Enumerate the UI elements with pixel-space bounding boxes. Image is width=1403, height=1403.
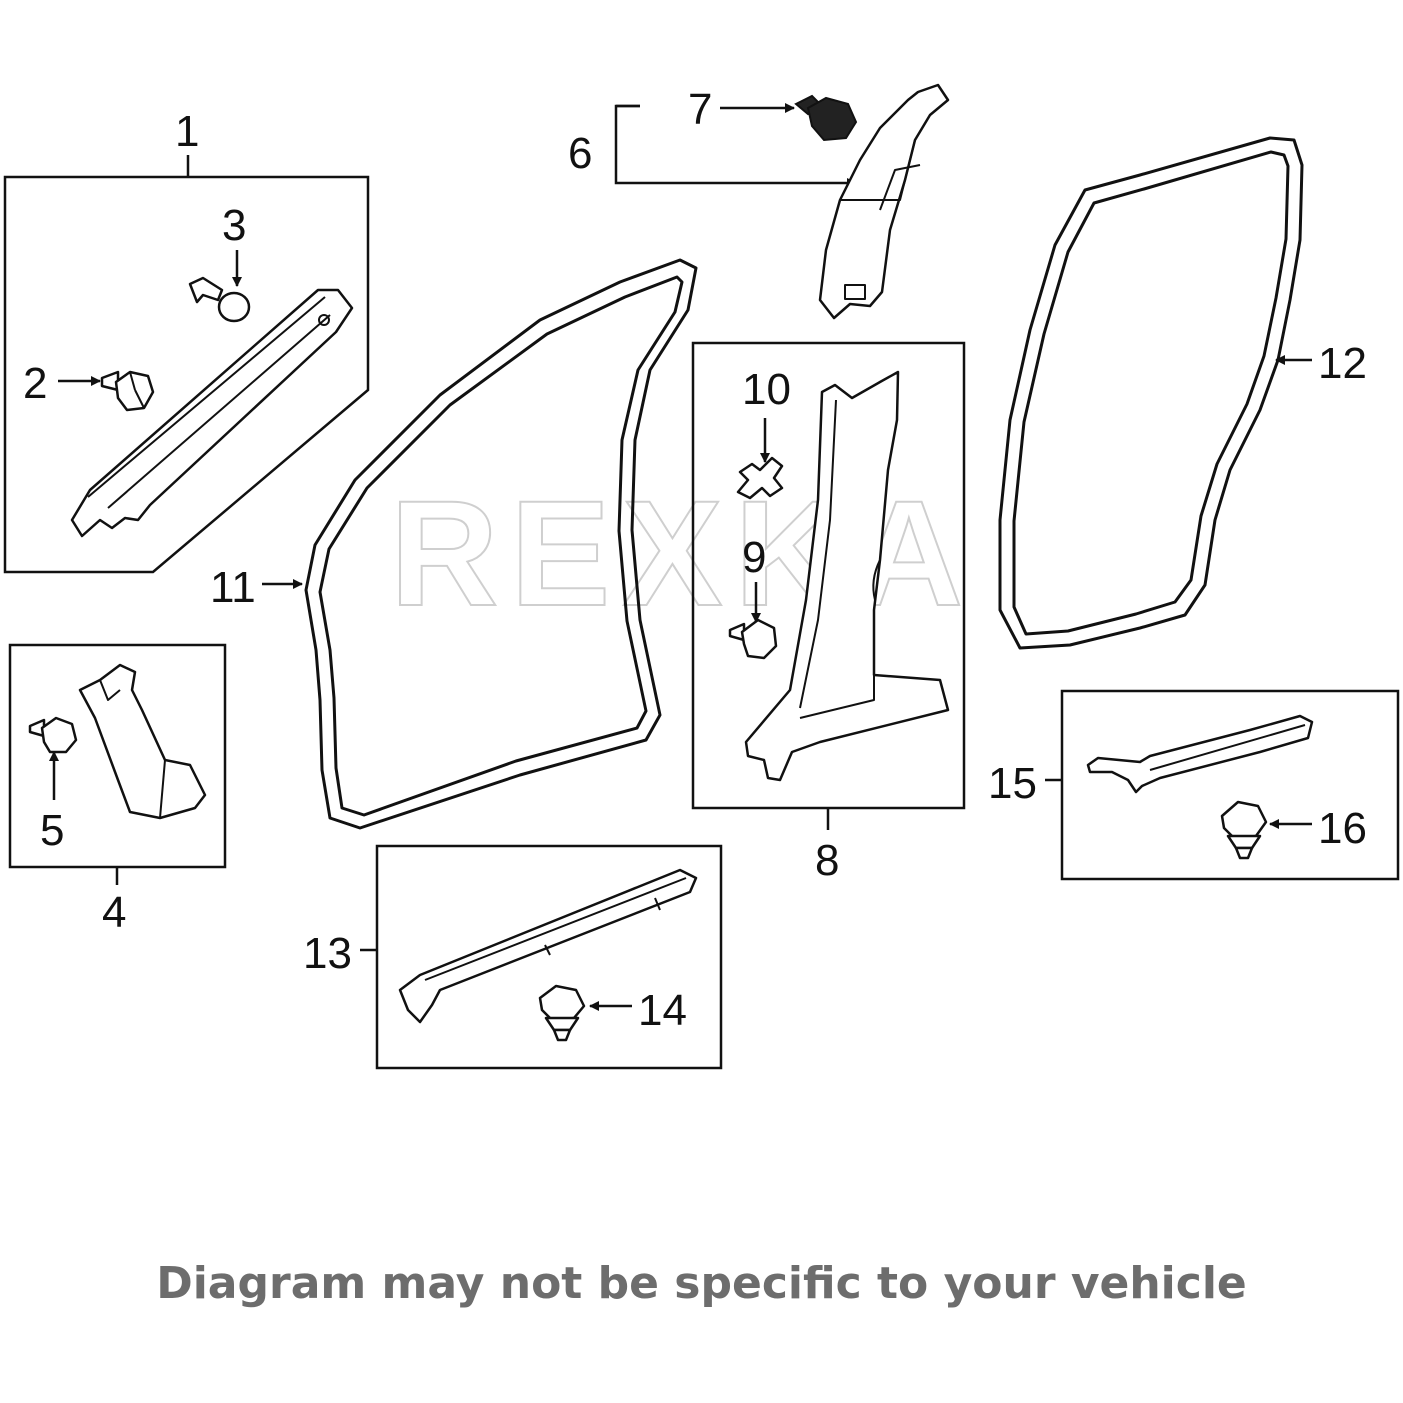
clip-part-16 (1220, 800, 1268, 860)
group-4-cowl-trim: 4 5 (8, 643, 227, 937)
cowl-side-trim (78, 663, 207, 820)
screw-part-2 (100, 370, 155, 412)
callout-14: 14 (638, 986, 687, 1035)
rear-garnish (1086, 714, 1314, 794)
a-pillar-garnish (70, 288, 354, 538)
callout-11: 11 (210, 563, 256, 612)
group-15-rear-garnish: 15 16 (988, 689, 1400, 881)
clip-part-14 (538, 984, 586, 1042)
callout-13: 13 (303, 929, 352, 978)
center-pillar-trim (744, 370, 950, 782)
disclaimer-text: Diagram may not be specific to your vehi… (156, 1258, 1247, 1309)
watermark-logo: REXKA (390, 469, 975, 637)
group-1-a-pillar-trim: 1 3 2 (3, 107, 370, 574)
front-door-seal: 11 (210, 258, 698, 830)
callout-12: 12 (1318, 339, 1367, 388)
callout-5: 5 (40, 806, 64, 855)
group-6-upper-trim: 6 7 (568, 83, 950, 320)
callout-6: 6 (568, 129, 592, 178)
group-8-center-pillar: 8 10 9 (691, 341, 966, 885)
rear-door-seal: 12 (998, 136, 1367, 650)
callout-10: 10 (742, 365, 791, 414)
screw-part-5 (28, 716, 78, 754)
callout-4: 4 (102, 888, 126, 937)
callout-15: 15 (988, 759, 1037, 808)
clip-part-10 (736, 456, 784, 500)
callout-16: 16 (1318, 804, 1367, 853)
bolt-part-7 (794, 94, 858, 142)
callout-7: 7 (688, 85, 712, 134)
group-1-box (3, 175, 370, 574)
group-15-box (1060, 689, 1400, 881)
group-13-scuff-plate: 13 14 (303, 844, 723, 1070)
callout-3: 3 (222, 201, 246, 250)
callout-1: 1 (175, 107, 199, 156)
clip-part-3 (188, 276, 251, 323)
scuff-plate (398, 868, 698, 1024)
screw-part-9 (728, 618, 778, 660)
group-13-box (375, 844, 723, 1070)
callout-2: 2 (23, 359, 47, 408)
callout-9: 9 (742, 533, 766, 582)
upper-pillar-trim (818, 83, 950, 320)
callout-8: 8 (815, 836, 839, 885)
